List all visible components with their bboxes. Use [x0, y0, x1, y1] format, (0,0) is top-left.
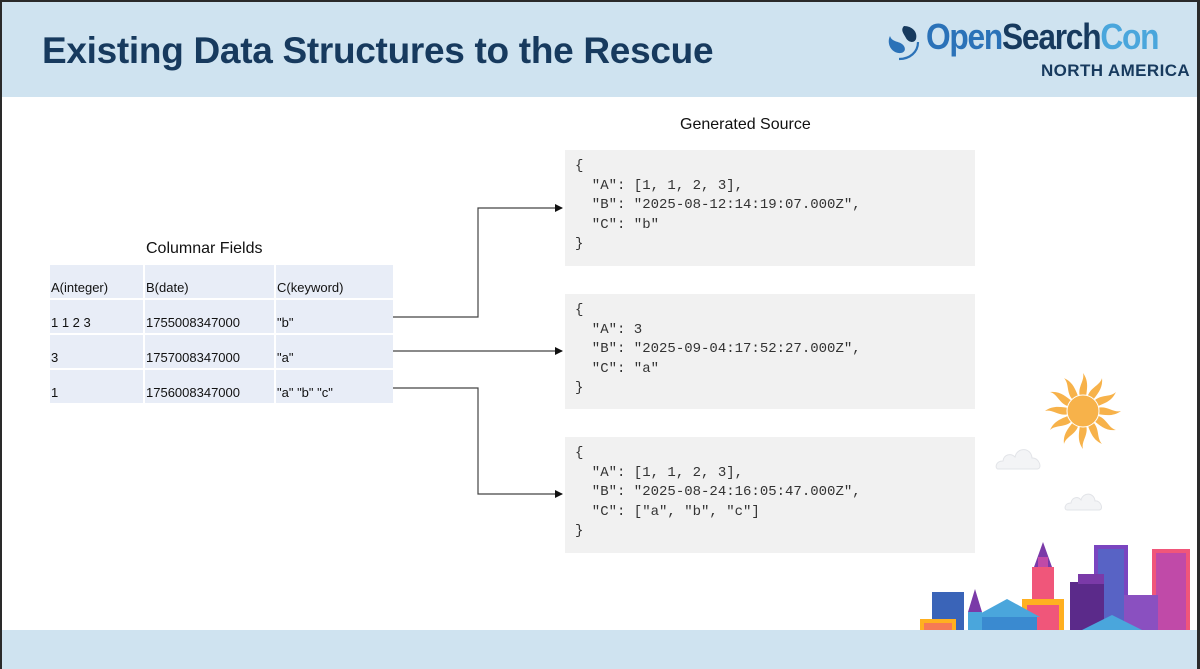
column-header: B(date) — [145, 265, 276, 300]
table-cell: 1755008347000 — [145, 300, 276, 335]
table-row: 3 1757008347000 "a" — [50, 335, 393, 370]
columnar-fields-table: A(integer) B(date) C(keyword) 1 1 2 3 17… — [50, 265, 393, 405]
code-line: "A": [1, 1, 2, 3], — [575, 464, 744, 481]
table-cell: 1756008347000 — [145, 370, 276, 405]
code-line: "B": "2025-09-04:17:52:27.000Z", — [575, 341, 861, 357]
generated-source-label: Generated Source — [680, 116, 811, 133]
sun-icon — [1045, 373, 1121, 449]
header-band: Existing Data Structures to the Rescue O… — [2, 2, 1197, 97]
table-cell: "a" — [276, 335, 393, 370]
code-line: { — [575, 302, 584, 318]
footer-band — [2, 630, 1197, 669]
code-line: "C": "b" — [575, 216, 660, 233]
arrow-row-1-to-doc-1 — [393, 204, 563, 318]
logo-word-open: Open — [926, 16, 1003, 57]
code-line: } — [575, 236, 584, 252]
code-line: { — [575, 445, 584, 461]
opensearchcon-logo: OpenSearchCon NORTH AMERICA — [882, 16, 1190, 84]
table-cell: 1 — [50, 370, 145, 405]
table-cell: 1 1 2 3 — [50, 300, 145, 335]
column-header: A(integer) — [50, 265, 145, 300]
table-cell: 1757008347000 — [145, 335, 276, 370]
code-line: "C": "a" — [575, 360, 660, 377]
table-cell: "a" "b" "c" — [276, 370, 393, 405]
code-line: "C": ["a", "b", "c"] — [575, 503, 760, 520]
code-line: "A": [1, 1, 2, 3], — [575, 177, 744, 194]
table-cell: 3 — [50, 335, 145, 370]
table-cell: "b" — [276, 300, 393, 335]
logo-wordmark: OpenSearchCon — [926, 16, 1159, 58]
table-header-row: A(integer) B(date) C(keyword) — [50, 265, 393, 300]
columnar-fields-label: Columnar Fields — [146, 240, 263, 257]
generated-source-doc-1: { "A": [1, 1, 2, 3], "B": "2025-08-12:14… — [565, 150, 975, 266]
cloud-icon — [995, 449, 1041, 470]
table-row: 1 1 2 3 1755008347000 "b" — [50, 300, 393, 335]
logo-subtitle: NORTH AMERICA — [1041, 61, 1191, 80]
code-line: "A": 3 — [575, 321, 643, 338]
code-line: } — [575, 523, 584, 539]
logo-word-search: Search — [1002, 16, 1102, 57]
cloud-icon — [1064, 493, 1103, 511]
code-line: } — [575, 380, 584, 396]
arrow-row-3-to-doc-3 — [393, 387, 563, 498]
slide-title: Existing Data Structures to the Rescue — [42, 30, 714, 71]
logo-word-con: Con — [1100, 16, 1159, 57]
code-line: { — [575, 158, 584, 174]
table-row: 1 1756008347000 "a" "b" "c" — [50, 370, 393, 405]
column-header: C(keyword) — [276, 265, 393, 300]
generated-source-doc-2: { "A": 3 "B": "2025-09-04:17:52:27.000Z"… — [565, 294, 975, 409]
generated-source-doc-3: { "A": [1, 1, 2, 3], "B": "2025-08-24:16… — [565, 437, 975, 553]
code-line: "B": "2025-08-24:16:05:47.000Z", — [575, 484, 861, 500]
opensearch-logo-icon — [888, 26, 920, 61]
code-line: "B": "2025-08-12:14:19:07.000Z", — [575, 197, 861, 213]
